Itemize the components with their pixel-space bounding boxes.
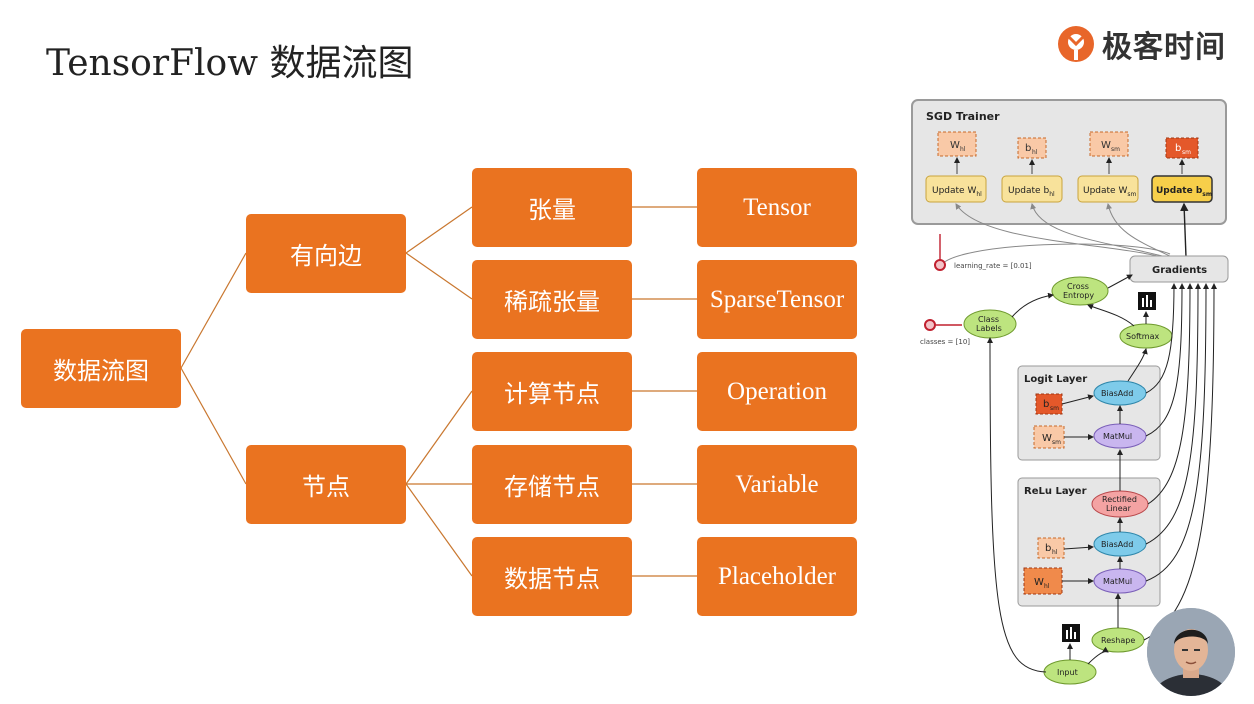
svg-text:b: b — [1025, 143, 1031, 154]
param-w-hl — [937, 131, 977, 157]
geektime-logo-icon — [1058, 26, 1094, 62]
learning-rate-icon — [934, 259, 946, 271]
mindmap-branch-edge: 有向边 — [246, 214, 406, 293]
cross-entropy-node — [1051, 276, 1109, 306]
svg-text:b: b — [1175, 143, 1181, 154]
svg-text:MatMul: MatMul — [1103, 432, 1132, 441]
connector-edge-sparse — [405, 252, 473, 300]
svg-text:sm: sm — [1182, 149, 1191, 156]
svg-text:Reshape: Reshape — [1101, 636, 1135, 645]
sgd-trainer-title: SGD Trainer — [926, 110, 1000, 123]
svg-text:hl: hl — [1044, 583, 1050, 590]
mindmap-leaf-sparse-tensor: 稀疏张量 — [472, 260, 632, 339]
mindmap-term-variable: Variable — [697, 445, 857, 524]
svg-text:W: W — [1101, 140, 1111, 151]
relu-w-hl — [1023, 567, 1063, 595]
svg-text:hl: hl — [1052, 549, 1058, 556]
svg-text:MatMul: MatMul — [1103, 577, 1132, 586]
presenter-avatar-icon — [1147, 608, 1235, 696]
connector-edge-tensor — [405, 206, 473, 254]
svg-text:Cross: Cross — [1067, 282, 1089, 291]
mindmap-term-operation: Operation — [697, 352, 857, 431]
mindmap-branch-node: 节点 — [246, 445, 406, 524]
brand-name: 极客时间 — [1102, 30, 1226, 65]
svg-text:b: b — [1043, 399, 1049, 410]
mindmap-leaf-placeholder: 数据节点 — [472, 537, 632, 616]
mindmap-term-sparse-tensor: SparseTensor — [697, 260, 857, 339]
svg-text:sm: sm — [1052, 439, 1061, 446]
svg-text:Gradients: Gradients — [1152, 265, 1207, 276]
presenter-video — [1147, 608, 1235, 696]
svg-text:Logit Layer: Logit Layer — [1024, 374, 1087, 385]
tf-graph-figure: SGD Trainer W hl b hl W sm b sm Update W… — [911, 99, 1229, 685]
svg-text:Rectified: Rectified — [1102, 495, 1137, 504]
svg-text:Linear: Linear — [1106, 504, 1132, 513]
svg-text:Entropy: Entropy — [1063, 291, 1094, 300]
svg-text:Update bhl: Update bhl — [1008, 186, 1055, 198]
svg-text:learning_rate = [0.01]: learning_rate = [0.01] — [954, 262, 1032, 270]
mindmap-leaf-tensor: 张量 — [472, 168, 632, 247]
brand-logo: 极客时间 — [1056, 22, 1226, 66]
param-w-sm — [1089, 131, 1129, 157]
svg-text:ReLu Layer: ReLu Layer — [1024, 486, 1087, 497]
gradients-node — [1129, 255, 1229, 283]
svg-text:Class: Class — [978, 315, 999, 324]
svg-text:Update bsm: Update bsm — [1156, 186, 1212, 198]
svg-text:hl: hl — [1032, 149, 1038, 156]
classes-icon — [924, 319, 936, 331]
mindmap-leaf-variable: 存储节点 — [472, 445, 632, 524]
svg-text:sm: sm — [1050, 405, 1059, 412]
mindmap-root-node: 数据流图 — [21, 329, 181, 408]
param-b-sm — [1165, 137, 1199, 159]
svg-text:Update Whl: Update Whl — [932, 186, 982, 198]
mindmap-term-tensor: Tensor — [697, 168, 857, 247]
sgd-param-row: W hl b hl W sm b sm — [937, 131, 1199, 159]
update-nodes: Update Whl Update bhl Update Wsm Update … — [925, 175, 1213, 203]
mindmap-term-placeholder: Placeholder — [697, 537, 857, 616]
svg-text:b: b — [1045, 543, 1051, 554]
param-b-hl — [1017, 137, 1047, 159]
mindmap-leaf-operation: 计算节点 — [472, 352, 632, 431]
connector-node-op — [405, 390, 473, 485]
svg-text:hl: hl — [960, 146, 966, 153]
sgd-trainer-panel — [911, 99, 1227, 225]
svg-text:Labels: Labels — [976, 324, 1002, 333]
connector-root-node — [180, 367, 247, 485]
svg-text:W: W — [1034, 577, 1044, 588]
svg-text:Softmax: Softmax — [1126, 332, 1159, 341]
svg-text:BiasAdd: BiasAdd — [1101, 389, 1133, 398]
svg-text:W: W — [950, 140, 960, 151]
slide-title: TensorFlow 数据流图 — [46, 43, 414, 84]
connector-node-ph — [405, 483, 473, 577]
connector-root-edge — [180, 252, 247, 369]
svg-text:W: W — [1042, 433, 1052, 444]
svg-text:BiasAdd: BiasAdd — [1101, 540, 1133, 549]
relu-b-hl — [1037, 537, 1065, 559]
svg-text:Update Wsm: Update Wsm — [1083, 186, 1137, 198]
svg-text:classes = [10]: classes = [10] — [920, 338, 970, 346]
svg-text:sm: sm — [1111, 146, 1120, 153]
svg-text:Input: Input — [1057, 668, 1078, 677]
